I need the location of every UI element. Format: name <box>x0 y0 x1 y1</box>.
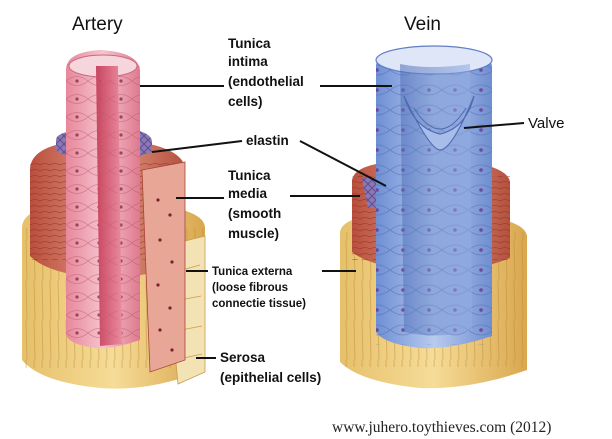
label-tunica-intima: Tunica intima (endothelial cells) <box>140 36 392 109</box>
tunica-media-line2: media <box>228 186 268 201</box>
svg-text:intima: intima <box>228 54 268 69</box>
tunica-intima-line3: (endothelial <box>228 74 304 89</box>
vein-illustration <box>340 46 527 388</box>
vein-title: Vein <box>404 14 441 35</box>
artery-media-cut <box>142 162 185 372</box>
tunica-intima-line2: intima <box>228 54 268 69</box>
svg-text:(epithelial cells): (epithelial cells) <box>220 370 321 385</box>
valve-text: Valve <box>528 115 564 132</box>
label-tunica-externa: Tunica externa (loose fibrous connectie … <box>186 266 356 310</box>
elastin-text: elastin <box>246 133 289 148</box>
leader-elastin-vein <box>300 141 386 186</box>
tunica-media-line3: (smooth <box>228 206 281 221</box>
label-serosa: Serosa (epithelial cells) <box>196 350 321 385</box>
tunica-intima-line1: Tunica <box>228 36 271 51</box>
leader-elastin-artery <box>152 141 242 152</box>
serosa-line2: (epithelial cells) <box>220 370 321 385</box>
svg-text:Tunica: Tunica <box>228 36 271 51</box>
svg-text:muscle): muscle) <box>228 226 279 241</box>
serosa-line1: Serosa <box>220 350 266 365</box>
svg-text:(endothelial: (endothelial <box>228 74 304 89</box>
tunica-intima-line4: cells) <box>228 94 263 109</box>
artery-illustration <box>22 50 205 389</box>
source-credit: www.juhero.toythieves.com (2012) <box>332 419 551 436</box>
tunica-media-line4: muscle) <box>228 226 279 241</box>
tunica-externa-line1: Tunica externa <box>212 266 293 278</box>
svg-text:cells): cells) <box>228 94 263 109</box>
tunica-externa-line3: connectie tissue) <box>212 298 306 310</box>
svg-text:media: media <box>228 186 268 201</box>
tunica-externa-line2: (loose fibrous <box>212 282 288 294</box>
artery-title: Artery <box>72 14 123 35</box>
tunica-media-line1: Tunica <box>228 168 271 183</box>
svg-text:connectie tissue): connectie tissue) <box>212 298 306 310</box>
svg-text:Serosa: Serosa <box>220 350 266 365</box>
svg-text:Tunica externa: Tunica externa <box>212 266 293 278</box>
svg-text:(loose fibrous: (loose fibrous <box>212 282 288 294</box>
svg-text:(smooth: (smooth <box>228 206 281 221</box>
svg-text:Tunica: Tunica <box>228 168 271 183</box>
